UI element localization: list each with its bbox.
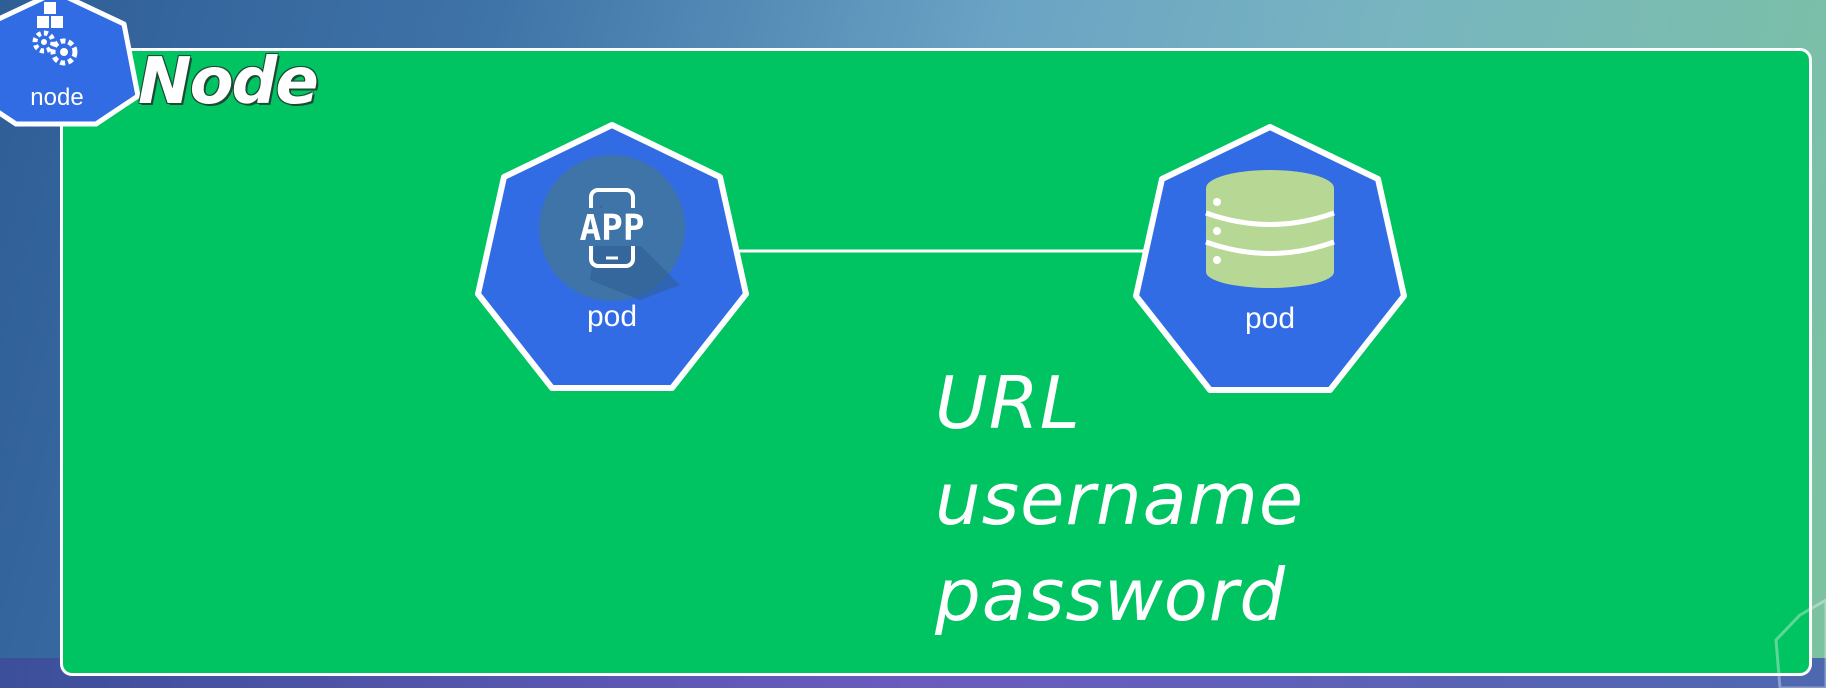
app-pod-label: pod	[587, 300, 637, 333]
credentials-list: URL username password	[935, 355, 1304, 643]
database-icon	[1205, 170, 1335, 288]
database-pod[interactable]: pod	[1133, 124, 1407, 393]
app-pod[interactable]: APP pod	[475, 122, 749, 391]
node-badge: node	[0, 0, 141, 127]
node-cubes-gear-icon	[32, 2, 78, 66]
decorative-hex-outline	[1774, 598, 1826, 688]
credential-url: URL	[935, 361, 1081, 445]
node-title: Node	[138, 45, 319, 119]
node-container	[60, 48, 1812, 676]
database-pod-label: pod	[1245, 302, 1295, 335]
node-badge-label: node	[30, 84, 83, 111]
app-phone-icon: APP	[539, 155, 685, 301]
svg-text:APP: APP	[579, 208, 644, 249]
credential-username: username	[935, 457, 1305, 541]
credential-password: password	[935, 553, 1287, 637]
